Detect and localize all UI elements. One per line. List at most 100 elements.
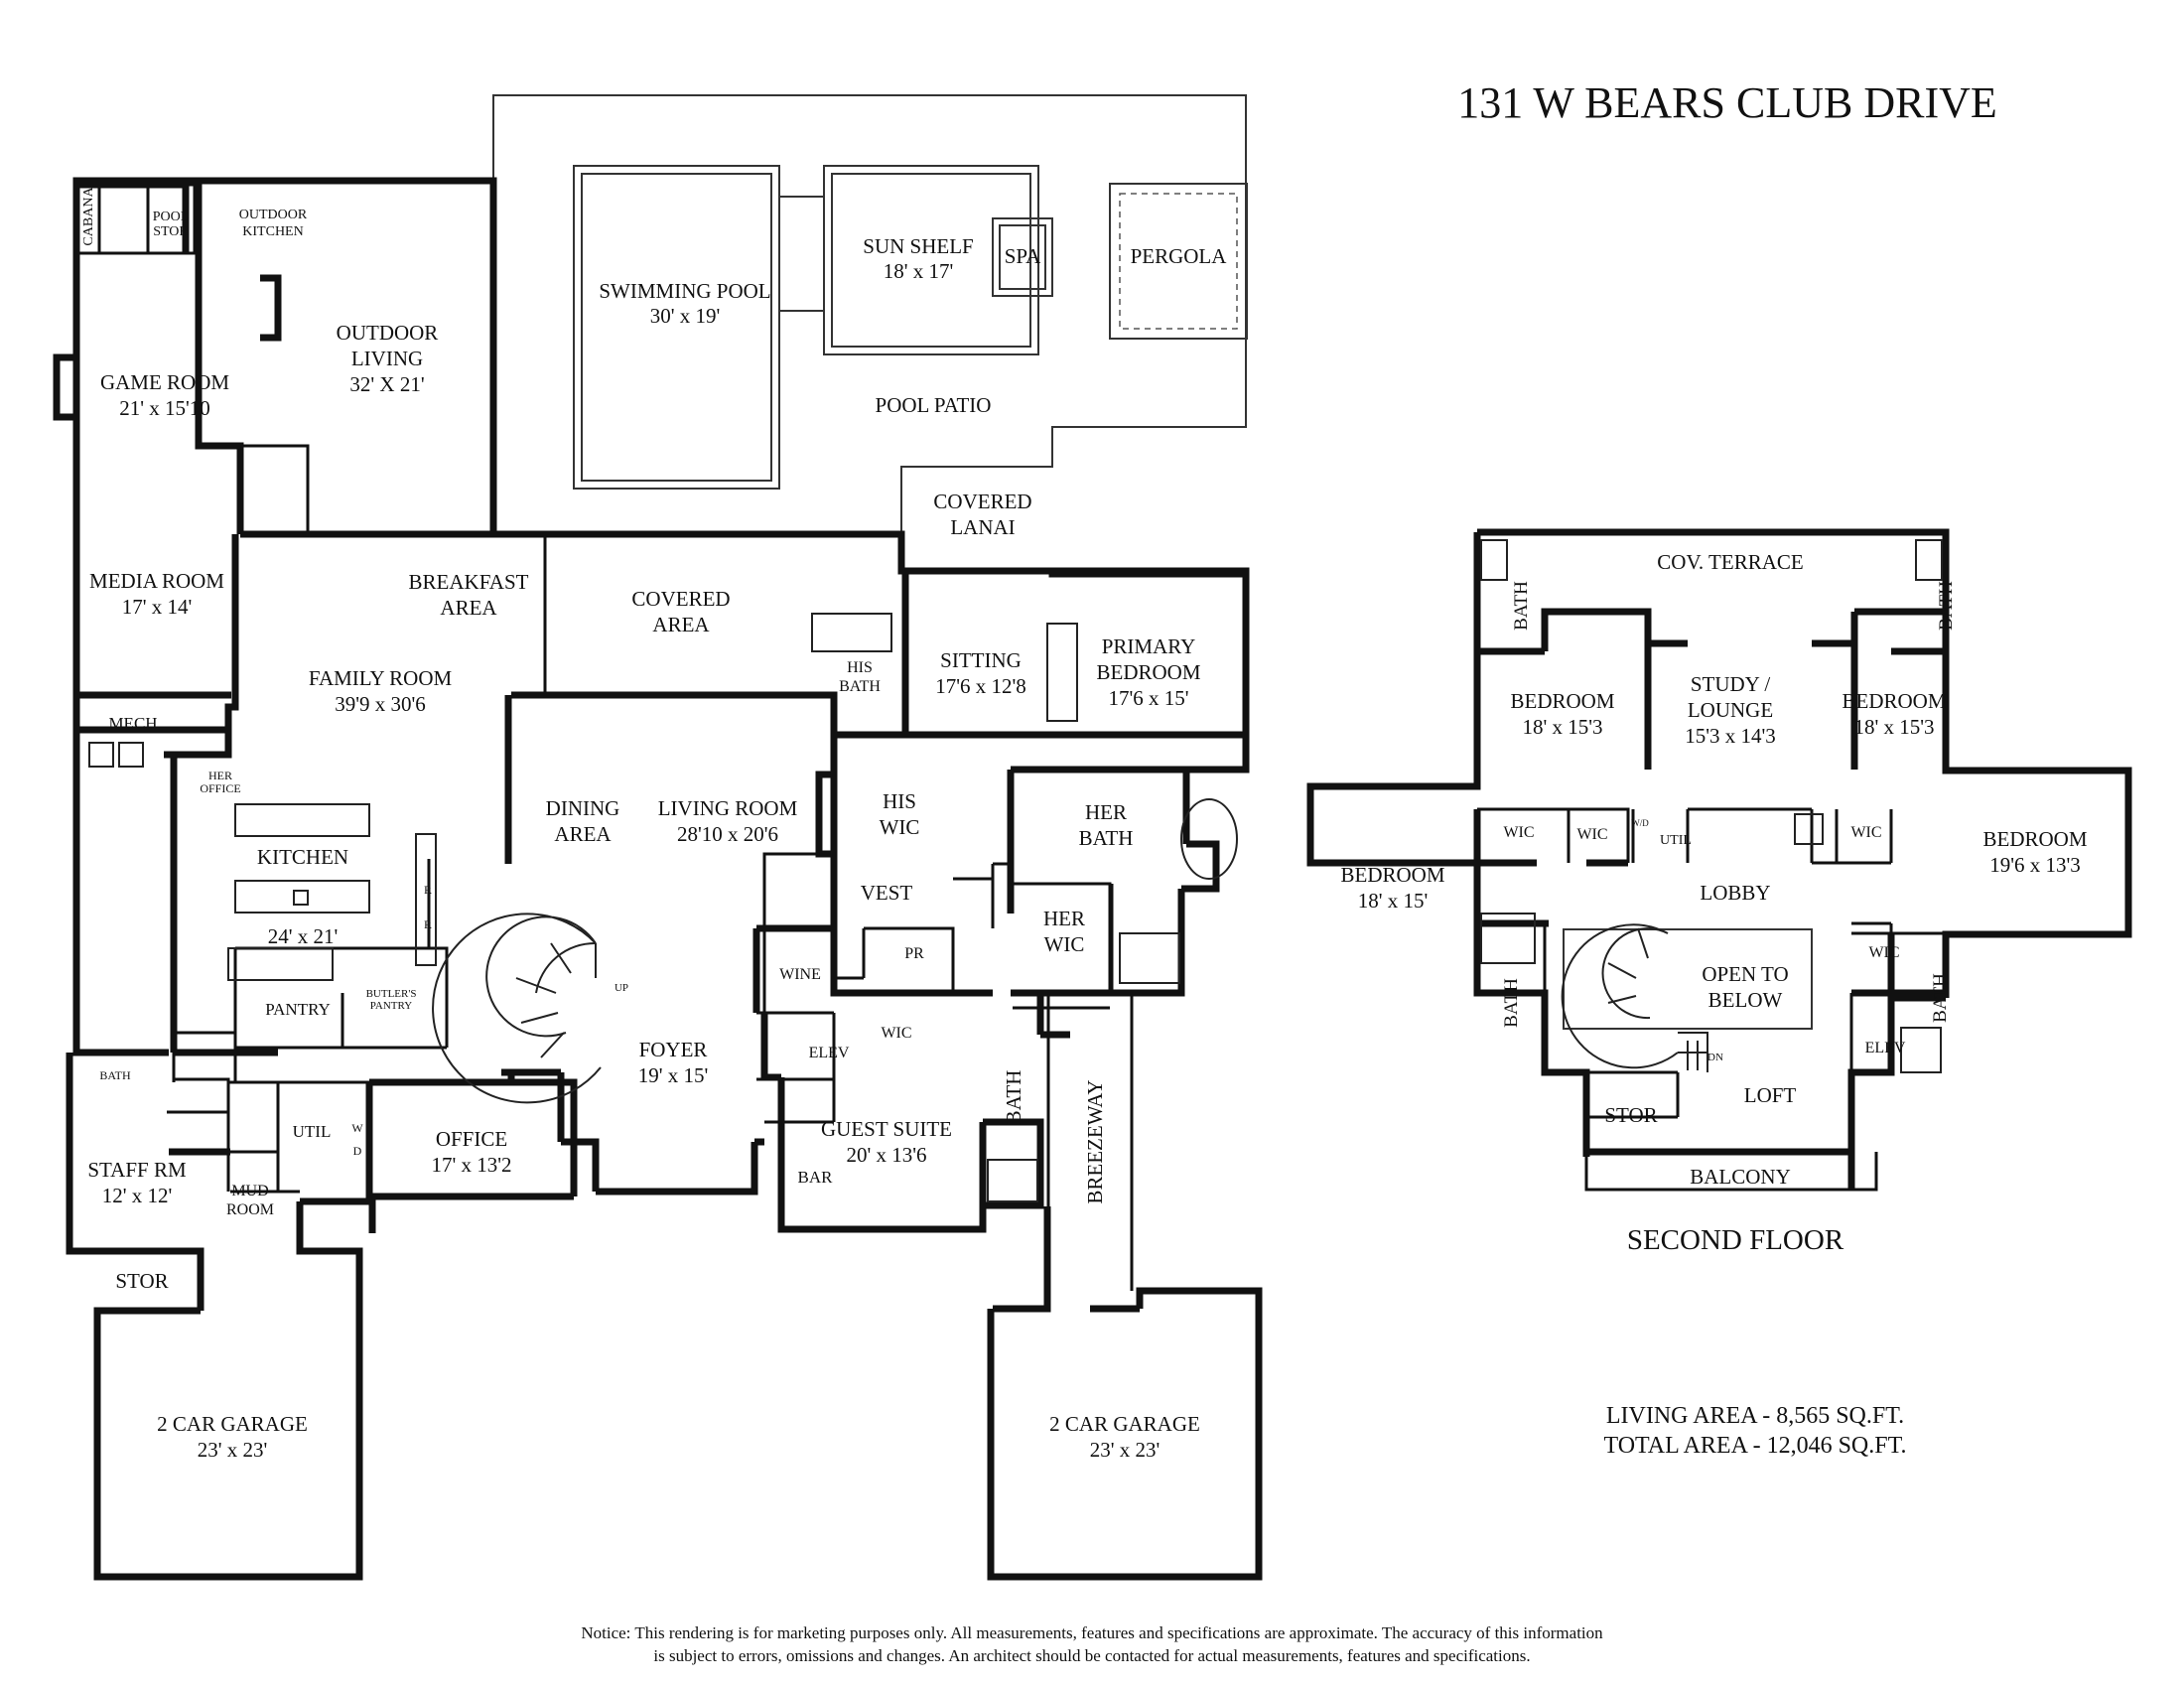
- bedroom-e-dims: 19'6 x 13'3: [1989, 853, 2081, 877]
- upper-shower-e: [1900, 1027, 1942, 1073]
- living-room-dims: 28'10 x 20'6: [677, 822, 778, 846]
- bedroom-ne-dims: 18' x 15'3: [1853, 715, 1934, 739]
- her-wic-line1: HER: [1043, 907, 1085, 930]
- spa: [992, 217, 1053, 297]
- sitting-dims: 17'6 x 12'8: [935, 674, 1026, 698]
- sun-shelf-name: SUN SHELF: [863, 234, 973, 258]
- covered-area-line1: COVERED: [631, 587, 730, 611]
- property-title: 131 W BEARS CLUB DRIVE: [1457, 78, 1997, 127]
- dining-line1: DINING: [546, 796, 620, 820]
- her-wic-line2: WIC: [1044, 932, 1085, 956]
- pool-stor-line1: POOL: [153, 210, 190, 224]
- upper-wic-2: WIC: [1576, 826, 1607, 843]
- kitchen-label: KITCHEN 24' x 21': [257, 845, 348, 948]
- fireplace-outdoor: [260, 274, 282, 342]
- refrigerator-label-1: R: [424, 883, 432, 897]
- vest-label: VEST: [861, 881, 913, 905]
- his-wic-line2: WIC: [880, 815, 920, 839]
- living-room-name: LIVING ROOM: [658, 796, 798, 820]
- spa-label: SPA: [1005, 244, 1041, 268]
- sitting-name: SITTING: [940, 648, 1022, 672]
- pool-patio-label: POOL PATIO: [876, 393, 992, 417]
- her-bath-line1: HER: [1085, 800, 1127, 824]
- upper-bath-ne-label: BATH: [1936, 581, 1957, 631]
- second-floor-exterior: [1306, 528, 2132, 1190]
- washer-label: W: [351, 1121, 363, 1135]
- butlers-pantry-line1: BUTLER'S: [366, 988, 417, 1000]
- her-bath-tub: [1180, 798, 1238, 880]
- covered-area-line2: AREA: [652, 613, 710, 636]
- total-area-text: TOTAL AREA - 12,046 SQ.FT.: [1604, 1433, 1907, 1459]
- outdoor-living-line2: LIVING: [351, 347, 423, 370]
- upper-bath-e-label: BATH: [1930, 973, 1951, 1023]
- game-room-dims: 21' x 15'10: [119, 396, 210, 420]
- wic-label: WIC: [881, 1025, 911, 1042]
- swimming-pool-dims: 30' x 19': [650, 304, 721, 328]
- outdoor-kitchen-line2: KITCHEN: [242, 224, 303, 239]
- living-area-text: LIVING AREA - 8,565 SQ.FT.: [1606, 1403, 1904, 1429]
- breezeway-label: BREEZEWAY: [1083, 1079, 1107, 1203]
- bar-label: BAR: [798, 1168, 834, 1187]
- garage-left-dims: 23' x 23': [198, 1438, 268, 1462]
- pergola: [1109, 183, 1248, 340]
- bedroom-e-name: BEDROOM: [1982, 827, 2087, 851]
- upper-wic-1: WIC: [1503, 824, 1534, 841]
- lobby-label: LOBBY: [1700, 881, 1770, 905]
- fireplace-living: [815, 771, 834, 858]
- garage-right-dims: 23' x 23': [1090, 1438, 1160, 1462]
- notice-line-1: Notice: This rendering is for marketing …: [581, 1623, 1603, 1642]
- swimming-pool-name: SWIMMING POOL: [599, 279, 770, 303]
- office-name: OFFICE: [436, 1127, 507, 1151]
- upper-shower-nw: [1480, 539, 1508, 581]
- util-label: UTIL: [293, 1122, 332, 1141]
- kitchen-fixtures: [227, 803, 437, 981]
- his-shower: [811, 613, 892, 652]
- up-label: UP: [614, 982, 628, 994]
- pr-label: PR: [904, 945, 924, 962]
- open-to-below-line1: OPEN TO: [1702, 962, 1788, 986]
- pool-patio-outline: [492, 94, 1247, 535]
- upper-shower-w: [1480, 913, 1536, 964]
- guest-shower: [987, 1159, 1038, 1202]
- sun-shelf: [823, 165, 1039, 355]
- breakfast-line2: AREA: [440, 596, 497, 620]
- foyer-name: FOYER: [639, 1038, 708, 1061]
- elev-label: ELEV: [809, 1045, 850, 1061]
- kitchen-name: KITCHEN: [257, 845, 348, 869]
- kitchen-dims: 24' x 21': [268, 924, 339, 948]
- garage-right-name: 2 CAR GARAGE: [1049, 1412, 1200, 1436]
- spiral-stair-upper: [1561, 923, 1707, 1069]
- study-line2: LOUNGE: [1688, 698, 1773, 722]
- dn-label: DN: [1707, 1052, 1723, 1063]
- cov-terrace-label: COV. TERRACE: [1657, 550, 1803, 574]
- stair-rails: [1678, 1032, 1708, 1072]
- outdoor-living-line1: OUTDOOR: [337, 321, 439, 345]
- her-shower: [1119, 932, 1180, 984]
